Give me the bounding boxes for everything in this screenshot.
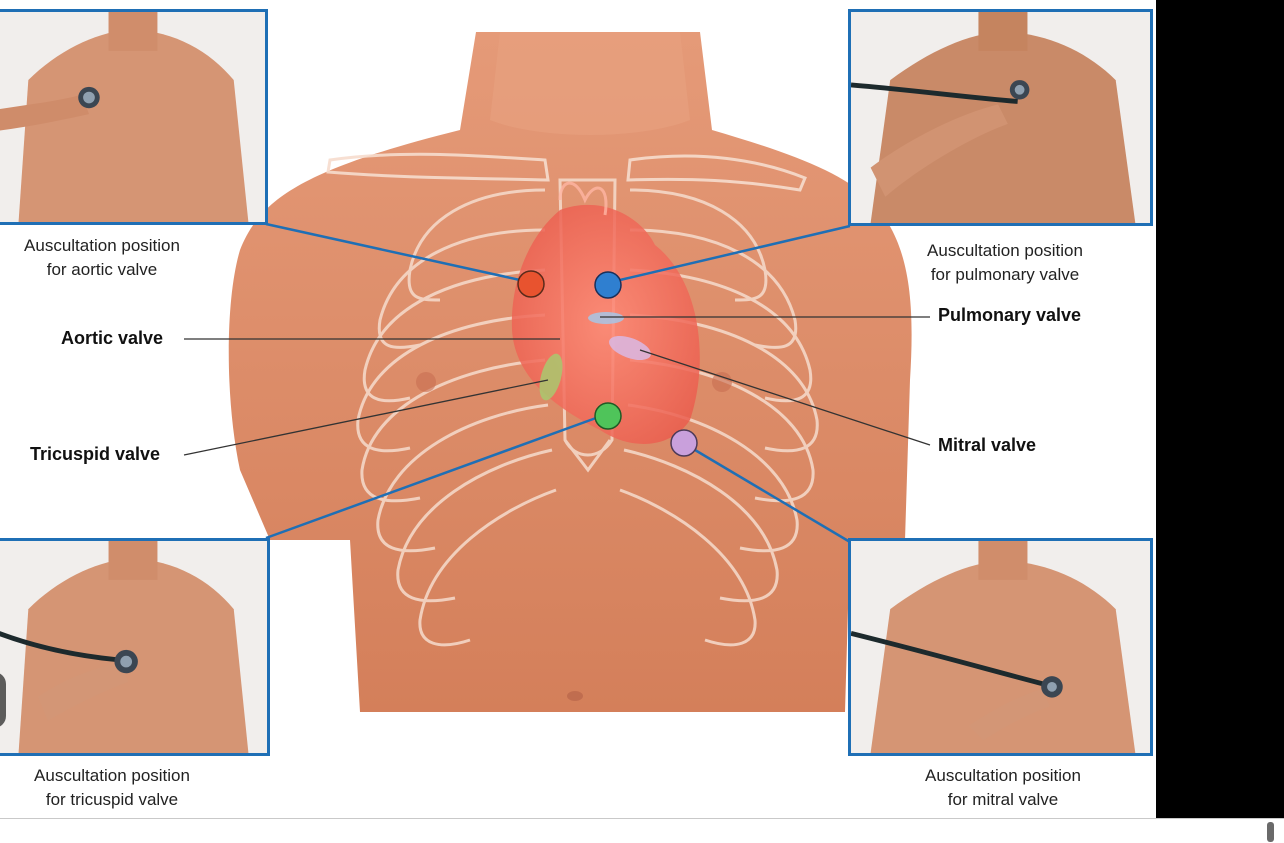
mitral-position-photo: [848, 538, 1153, 756]
aortic-valve-label: Aortic valve: [61, 328, 164, 348]
scrollbar-thumb[interactable]: [1267, 822, 1274, 842]
auscultation-diagram: Auscultation position for aortic valve A…: [0, 9, 1153, 809]
tricuspid-position-photo: [0, 538, 270, 756]
side-nav-handle[interactable]: [0, 672, 6, 728]
photo-connector-lines: [265, 222, 851, 544]
aortic-auscultation-dot: [517, 270, 545, 298]
pulmonary-valve-label: Pulmonary valve: [938, 305, 1082, 325]
pulmonary-auscultation-dot: [594, 271, 622, 299]
mitral-caption: Auscultation position for mitral valve: [925, 766, 1081, 809]
mitral-auscultation-dot: [670, 429, 698, 457]
label-leader-lines: [183, 316, 931, 456]
pulmonary-valve-marker: [588, 312, 624, 324]
torso-illustration: [183, 32, 931, 712]
bottom-toolbar: [0, 818, 1284, 843]
tricuspid-valve-marker: [539, 353, 563, 401]
mitral-valve-marker: [609, 335, 651, 361]
pulmonary-position-photo: [848, 9, 1153, 226]
aortic-position-photo: [0, 9, 268, 225]
mitral-valve-label: Mitral valve: [938, 435, 1037, 455]
tricuspid-auscultation-dot: [594, 402, 622, 430]
tricuspid-caption: Auscultation position for tricuspid valv…: [34, 766, 190, 809]
tricuspid-valve-label: Tricuspid valve: [30, 444, 161, 464]
pulmonary-caption: Auscultation position for pulmonary valv…: [927, 241, 1083, 284]
black-side-panel: [1156, 0, 1284, 818]
aortic-caption: Auscultation position for aortic valve: [24, 236, 180, 279]
